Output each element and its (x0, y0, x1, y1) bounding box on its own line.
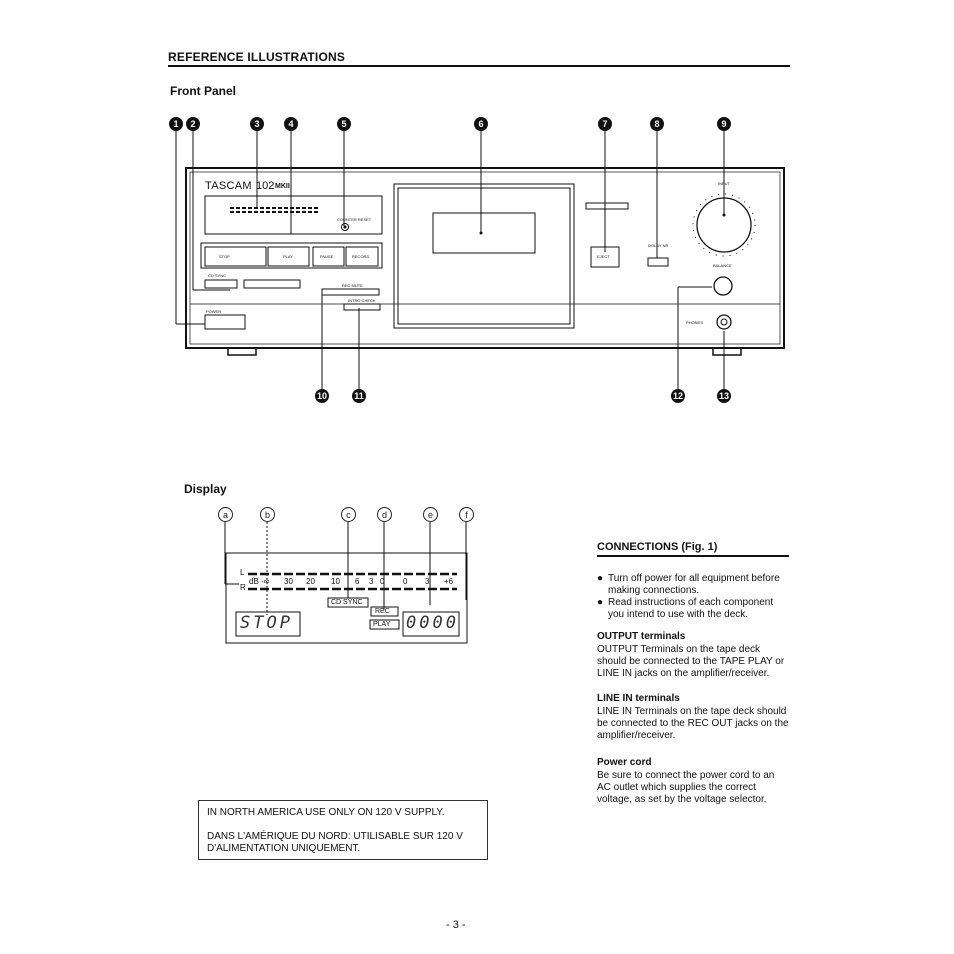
bullet-icon: ● (597, 597, 604, 608)
callout-9: 9 (717, 117, 731, 131)
model-suffix-label: MKII (275, 183, 290, 190)
display-title: Display (184, 482, 227, 496)
stop-label: STOP (219, 254, 230, 259)
meter-r-label: R (240, 583, 246, 592)
counter-segment-display: 0000 (406, 613, 459, 633)
callout-3: 3 (250, 117, 264, 131)
callout-b: b (260, 507, 275, 522)
scale-tick: 30 (284, 577, 293, 586)
voltage-notice: IN NORTH AMERICA USE ONLY ON 120 V SUPPL… (198, 800, 488, 860)
status-segment-display: STOP (240, 613, 293, 633)
model-label: 102 (256, 180, 275, 192)
scale-tick: 20 (306, 577, 315, 586)
power-cord-text: Be sure to connect the power cord to an … (597, 770, 775, 805)
pause-label: PAUSE (320, 254, 334, 259)
dolby-label: DOLBY NR (648, 243, 669, 248)
play-label: PLAY (283, 254, 293, 259)
eject-label: EJECT (597, 254, 610, 259)
line-in-text: LINE IN Terminals on the tape deck shoul… (597, 706, 789, 741)
callout-10: 10 (315, 389, 329, 403)
scale-tick: 10 (331, 577, 340, 586)
cd-sync-label: CD SYNC (208, 273, 227, 278)
scale-tick: dB -∞ (249, 577, 270, 586)
callout-e: e (423, 507, 438, 522)
callout-6: 6 (474, 117, 488, 131)
input-label: INPUT (718, 181, 730, 186)
scale-tick: 6 (355, 577, 360, 586)
notice-english: IN NORTH AMERICA USE ONLY ON 120 V SUPPL… (207, 807, 445, 818)
scale-tick: 0 (403, 577, 408, 586)
cd-sync-indicator: CD SYNC (331, 599, 363, 606)
output-text: OUTPUT Terminals on the tape deck should… (597, 644, 785, 679)
callout-d: d (377, 507, 392, 522)
counter-reset-label: COUNTER RESET (337, 217, 372, 222)
callout-f: f (459, 507, 474, 522)
page-number: - 3 - (446, 919, 466, 931)
rec-mute-label: REC MUTE (342, 283, 363, 288)
callout-5: 5 (337, 117, 351, 131)
phones-label: PHONES (686, 320, 703, 325)
connections-rule (597, 555, 789, 557)
scale-tick: 3 (369, 577, 374, 586)
callout-1: 1 (169, 117, 183, 131)
balance-label: BALANCE (713, 263, 732, 268)
callout-8: 8 (650, 117, 664, 131)
scale-tick: 3 (425, 577, 430, 586)
callout-12: 12 (671, 389, 685, 403)
play-indicator: PLAY (373, 621, 391, 628)
power-label: POWER (206, 309, 222, 314)
callout-13: 13 (717, 389, 731, 403)
output-heading: OUTPUT terminals (597, 631, 686, 642)
notice-french: DANS L'AMÉRIQUE DU NORD: UTILISABLE SUR … (207, 831, 463, 854)
scale-tick: 0 (380, 577, 385, 586)
callout-a: a (218, 507, 233, 522)
section-header: REFERENCE ILLUSTRATIONS (168, 50, 346, 64)
list-item: ●Turn off power for all equipment before… (597, 573, 780, 596)
front-panel-title: Front Panel (170, 84, 237, 98)
intro-check-label: INTRO CHECK (348, 298, 376, 303)
callout-7: 7 (598, 117, 612, 131)
scale-tick: +6 (444, 577, 454, 586)
callout-c: c (341, 507, 356, 522)
list-item: ●Read instructions of each component you… (597, 597, 774, 620)
meter-l-label: L (240, 568, 245, 577)
power-cord-heading: Power cord (597, 757, 652, 768)
callout-4: 4 (284, 117, 298, 131)
rec-indicator: REC (375, 608, 390, 615)
callout-11: 11 (352, 389, 366, 403)
callout-2: 2 (186, 117, 200, 131)
header-rule (168, 65, 790, 67)
bullet-list: ●Turn off power for all equipment before… (597, 573, 789, 621)
connections-title: CONNECTIONS (Fig. 1) (597, 541, 718, 553)
brand-label: TASCAM (205, 180, 252, 192)
record-label: RECORD (352, 254, 370, 259)
line-in-heading: LINE IN terminals (597, 693, 680, 704)
bullet-icon: ● (597, 573, 604, 584)
